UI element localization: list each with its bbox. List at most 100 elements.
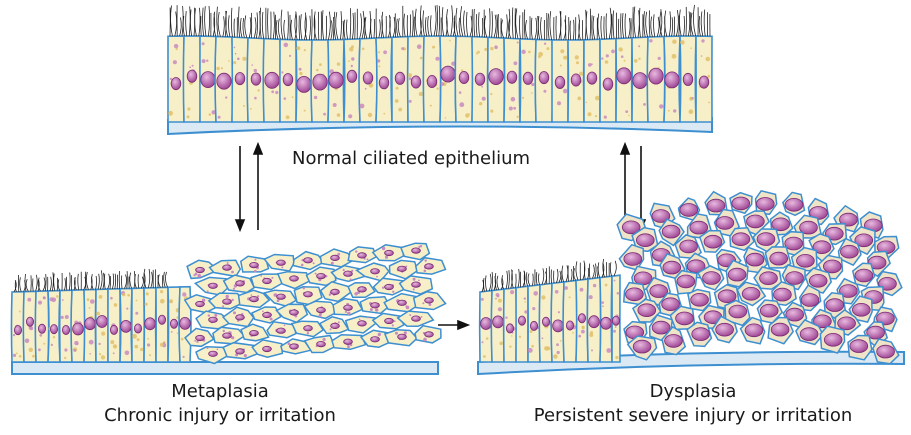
cilium: [164, 272, 166, 288]
cell-granule: [396, 87, 399, 90]
cilium: [684, 16, 685, 36]
cell-nucleus: [518, 316, 525, 325]
cell-nucleus: [385, 284, 394, 289]
cell-granule: [251, 64, 253, 66]
cell-nucleus: [297, 76, 311, 92]
cell-granule: [345, 311, 347, 313]
cilium: [205, 6, 206, 36]
cell-granule: [19, 311, 21, 313]
cilium: [309, 16, 310, 40]
cilium: [180, 18, 182, 37]
cilium: [175, 12, 177, 37]
cell-nucleus: [676, 312, 694, 325]
cell-granule: [511, 97, 516, 102]
cell-nucleus: [732, 197, 750, 210]
cell-nucleus: [617, 68, 631, 84]
cell-nucleus: [704, 235, 722, 248]
cell-granule: [160, 343, 164, 347]
normal-epithelium: [168, 5, 712, 134]
cilium: [586, 11, 587, 39]
cell-nucleus: [680, 204, 698, 217]
cell-granule: [418, 280, 420, 282]
cilium: [704, 10, 705, 37]
cell-granule: [140, 348, 143, 351]
cell-nucleus: [677, 275, 695, 288]
cilium: [484, 278, 485, 292]
cilium: [574, 268, 576, 280]
cell-nucleus: [603, 78, 613, 90]
cell-nucleus: [290, 344, 299, 349]
cell-nucleus: [489, 69, 503, 85]
cell-granule: [351, 45, 354, 48]
cell-granule: [706, 57, 711, 62]
cell-granule: [409, 314, 411, 316]
cilium: [20, 277, 22, 291]
cilium: [245, 16, 247, 38]
cell-granule: [89, 353, 91, 355]
cilium: [371, 19, 372, 39]
cell-granule: [76, 343, 78, 345]
cell-granule: [271, 90, 274, 93]
cell-granule: [301, 264, 304, 267]
cilium: [434, 6, 436, 36]
cell-nucleus: [398, 334, 407, 339]
cell-nucleus: [728, 268, 746, 281]
cell-granule: [383, 50, 387, 54]
cilium: [276, 20, 278, 39]
cilium: [674, 17, 675, 37]
cell-granule: [319, 63, 322, 66]
cell-nucleus: [459, 71, 469, 83]
cell-granule: [367, 317, 369, 319]
cilium: [613, 11, 614, 39]
cell-granule: [557, 351, 560, 354]
cell-granule: [348, 114, 352, 118]
cell-nucleus: [729, 305, 747, 318]
cell-granule: [593, 284, 596, 287]
cilium: [541, 17, 542, 40]
cell-granule: [110, 297, 113, 300]
cell-granule: [170, 78, 172, 80]
cell-nucleus: [331, 255, 340, 260]
cilium: [112, 274, 113, 289]
cell-nucleus: [379, 77, 389, 89]
cell-granule: [330, 328, 332, 330]
cell-granule: [149, 354, 151, 356]
cilium: [344, 20, 345, 40]
cell-granule: [528, 51, 531, 54]
cell-granule: [333, 103, 337, 107]
cilium: [104, 274, 105, 290]
cell-granule: [193, 274, 195, 276]
cilium: [467, 12, 468, 37]
cilium: [699, 16, 700, 36]
cilium: [138, 274, 139, 288]
cell-granule: [250, 108, 252, 110]
cell-nucleus: [395, 72, 405, 84]
cilium: [508, 270, 509, 288]
cell-nucleus: [277, 294, 286, 299]
cell-nucleus: [824, 333, 842, 346]
cell-granule: [235, 53, 237, 55]
cell-granule: [435, 57, 439, 61]
cell-granule: [192, 65, 194, 67]
cell-granule: [468, 113, 470, 115]
cell-granule: [628, 115, 630, 117]
cell-granule: [65, 315, 69, 319]
cell-nucleus: [633, 73, 647, 89]
cilium: [347, 20, 348, 40]
cell-granule: [417, 44, 422, 49]
cell-granule: [27, 298, 31, 302]
cell-granule: [541, 295, 545, 299]
cilium: [288, 11, 289, 39]
cilium: [601, 16, 602, 39]
cilium: [425, 17, 426, 36]
cilium: [312, 9, 313, 40]
cell-nucleus: [850, 340, 868, 353]
cell-granule: [658, 67, 660, 69]
cell-granule: [613, 330, 616, 333]
cell-nucleus: [398, 300, 407, 305]
cilium: [571, 269, 572, 281]
cell-granule: [420, 57, 423, 60]
cell-granule: [202, 42, 205, 45]
cell-nucleus: [555, 76, 565, 88]
cell-granule: [323, 338, 326, 341]
